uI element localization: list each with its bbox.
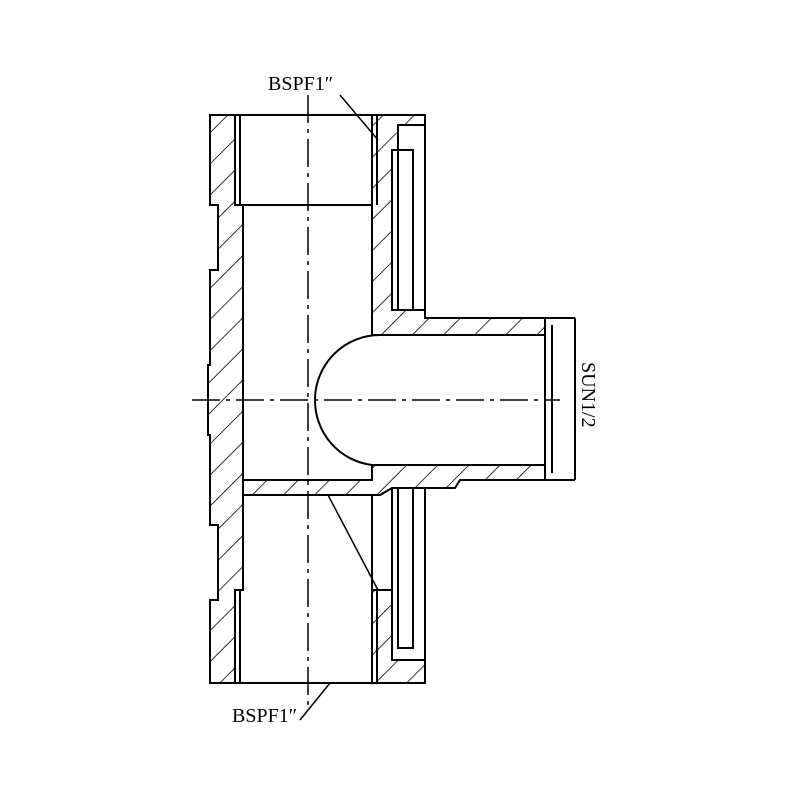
branch-lower-wall [242, 464, 546, 496]
top-thread-label: BSPF1″ [268, 73, 333, 95]
hatched-walls [207, 114, 546, 684]
outlines [210, 94, 576, 721]
branch-thread-label: SUN1/2 [577, 362, 599, 428]
bottom-leader-line [327, 494, 379, 591]
bottom-thread-label: BSPF1″ [232, 705, 297, 727]
top-leader-line [339, 94, 379, 141]
center-lines [192, 95, 560, 705]
left-wall [207, 114, 244, 684]
